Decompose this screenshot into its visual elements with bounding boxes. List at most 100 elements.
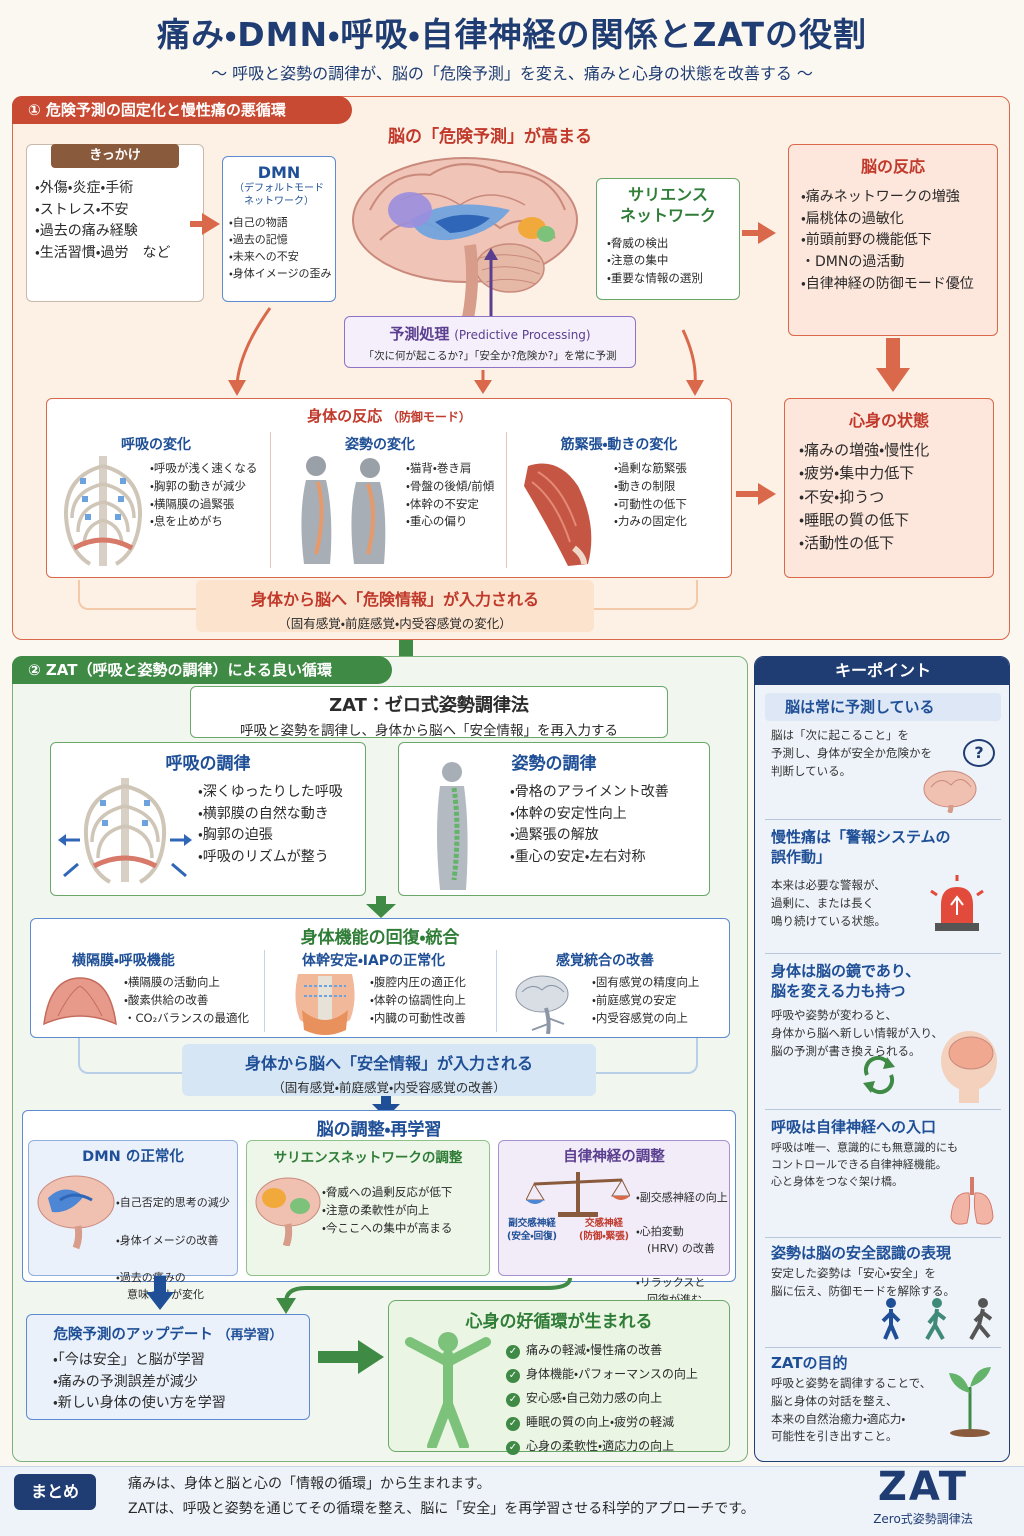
body-reaction-box: 身体の反応 （防御モード） <box>46 398 732 578</box>
summary-line: 痛みは、身体と脳と心の「情報の循環」から生まれます。 <box>128 1476 491 1492</box>
zat-title: ZAT：ゼロ式姿勢調律法 <box>329 695 529 716</box>
good-cycle-item: ✓痛みの軽減・慢性痛の改善 <box>506 1338 698 1362</box>
dmn-title: DMN <box>257 163 301 182</box>
good-cycle-item: ✓身体機能・パフォーマンスの向上 <box>506 1362 698 1386</box>
dmn-normal-item: ・身体イメージの改善 <box>116 1233 219 1247</box>
muscle-change-title: 筋緊張・動きの変化 <box>560 437 678 453</box>
ans-adjust-item: ・副交感神経の向上 <box>636 1191 728 1205</box>
kp3-text: 呼吸や姿勢が変わると、 身体から脳へ新しい情報が入り、 脳の予測が書き換えられる… <box>771 1008 944 1058</box>
good-cycle-text: 心身の柔軟性・適応力の向上 <box>526 1439 675 1453</box>
core-title: 体幹安定・IAPの正常化 <box>302 953 446 969</box>
summary-line: ZATは、呼吸と姿勢を通じてその循環を整え、脳に「安全」を再学習させる科学的アプ… <box>128 1500 755 1517</box>
prediction-title-en: (Predictive Processing) <box>454 328 591 342</box>
walking-figures-icon <box>881 1298 993 1340</box>
prediction-text: 「次に何が起こるか?」「安全か?危険か?」を常に予測 <box>363 350 617 362</box>
zat-logo: ZAT <box>877 1464 969 1510</box>
kp1-title: 脳は常に予測している <box>785 698 935 716</box>
update-title: 危険予測のアップデート <box>53 1327 213 1343</box>
question-bubble-icon: ? <box>963 739 995 767</box>
sensory-title: 感覚統合の改善 <box>556 953 654 969</box>
sprout-icon <box>949 1367 991 1437</box>
dmn-subtitle: （デフォルトモード ネットワーク） <box>234 183 324 207</box>
trigger-box: きっかけ ・外傷・炎症・手術 ・ストレス・不安 ・過去の痛み経験 ・生活習慣・過… <box>26 144 204 302</box>
arrow-shaft <box>190 221 204 227</box>
posture-change-item: ・猫背・巻き肩 <box>406 461 472 475</box>
update-box: 危険予測のアップデート （再学習） ・「今は安全」と脳が学習 ・痛みの予測誤差が… <box>26 1314 310 1420</box>
breath-change-title: 呼吸の変化 <box>121 437 191 453</box>
mind-body-item: ・痛みの増強・慢性化 <box>799 441 930 459</box>
salience-item: ・重要な情報の選別 <box>607 271 703 286</box>
muscle-illustration <box>524 463 592 566</box>
balance-scale-icon <box>526 1172 630 1217</box>
salience-item: ・脅威の検出 <box>607 235 669 250</box>
arrow-down-icon <box>876 338 910 392</box>
core-item: ・体幹の協調性向上 <box>370 992 466 1007</box>
ans-adjust-item: ・心拍変動 (HRV) の改善 <box>636 1225 715 1256</box>
breath-change-item: ・呼吸が浅く速くなる <box>150 461 258 475</box>
diaphragm-illustration <box>43 977 117 1026</box>
trigger-item: ・過去の痛み経験 <box>35 223 138 240</box>
divider <box>506 432 507 568</box>
zat-sub: 呼吸と姿勢を調律し、身体から脳へ「安全情報」を再入力する <box>240 723 618 739</box>
person-arms-open-illustration <box>405 1332 491 1448</box>
salience-adjust-item: ・注意の柔軟性が向上 <box>322 1202 430 1217</box>
head-brain-icon <box>941 1031 997 1103</box>
alarm-siren-icon <box>930 875 984 931</box>
posture-illustration <box>301 456 386 564</box>
brain-reaction-item: ・前頭前野の機能低下 <box>801 232 932 249</box>
muscle-change-item: ・力みの固定化 <box>614 514 687 529</box>
muscle-change-item: ・可動性の低下 <box>614 496 687 511</box>
ans-adjust-title: 自律神経の調整 <box>563 1149 665 1165</box>
posture-change-item: ・重心の偏り <box>406 514 468 529</box>
brain-reaction-item: ・痛みネットワークの増強 <box>801 189 960 205</box>
good-cycle-text: 睡眠の質の向上・疲労の軽減 <box>526 1415 675 1429</box>
muscle-change-item: ・動きの制限 <box>614 478 676 493</box>
posture-tuning-title: 姿勢の調律 <box>511 754 597 774</box>
mind-body-item: ・不安・抑うつ <box>799 487 885 506</box>
kp2-title: 慢性痛は「警報システムの 誤作動」 <box>771 828 951 867</box>
breath-change-item: ・胸郭の動きが減少 <box>150 478 246 493</box>
good-cycle-item: ✓安心感・自己効力感の向上 <box>506 1386 698 1410</box>
check-icon: ✓ <box>506 1417 520 1431</box>
arrows-to-update <box>146 1276 572 1314</box>
core-item: ・腹腔内圧の適正化 <box>370 975 466 989</box>
brain-heading: 脳の「危険予測」が高まる <box>388 127 592 147</box>
breath-tuning-item: ・胸郭の迫張 <box>198 827 273 844</box>
brain-color-illustration <box>255 1177 321 1246</box>
danger-input-sub: （固有感覚・前庭感覚・内受容感覚の変化） <box>278 616 512 631</box>
sensory-item: ・固有感覚の精度向上 <box>592 975 700 989</box>
divider <box>496 950 497 1032</box>
prediction-up-arrow <box>484 248 498 318</box>
kp2-text: 本来は必要な警報が、 過剰に、または長く 鳴り続けている状態。 <box>771 878 886 928</box>
mind-body-box: 心身の状態 ・痛みの増強・慢性化 ・疲労・集中力低下 ・不安・抑うつ ・睡眠の質… <box>784 398 994 578</box>
ribcage-illustration <box>63 456 143 566</box>
posture-tuning-item: ・過緊張の解放 <box>510 827 599 844</box>
divider <box>264 950 265 1032</box>
check-icon: ✓ <box>506 1441 520 1455</box>
kp3-title: 身体は脳の鏡であり、 脳を変える力も持つ <box>771 962 921 1001</box>
salience-item: ・注意の集中 <box>607 253 669 268</box>
breath-change-item: ・息を止めがち <box>150 514 223 529</box>
divider <box>765 819 1001 820</box>
body-reaction-title: 身体の反応 <box>307 407 383 425</box>
posture-change-item: ・体幹の不安定 <box>406 496 479 511</box>
cycle-arrows-icon <box>863 1055 895 1095</box>
posture-change-title: 姿勢の変化 <box>345 437 415 453</box>
summary-text: 痛みは、身体と脳と心の「情報の循環」から生まれます。 ZATは、呼吸と姿勢を通じ… <box>128 1472 755 1521</box>
salience-title: サリエンス ネットワーク <box>619 185 716 225</box>
divider <box>765 1237 1001 1238</box>
mind-body-item: ・睡眠の質の低下 <box>799 510 910 529</box>
diaphragm-item: ・CO₂バランスの最適化 <box>124 1010 249 1025</box>
sensory-item: ・前庭感覚の安定 <box>592 992 677 1007</box>
prediction-box: 予測処理 (Predictive Processing) 「次に何が起こるか?」… <box>344 316 636 368</box>
divider <box>765 1109 1001 1110</box>
arrow-right-icon <box>202 213 220 235</box>
good-cycle-text: 安心感・自己効力感の向上 <box>526 1391 663 1405</box>
dmn-normal-item: ・自己否定的思考の減少 <box>116 1196 230 1210</box>
salience-adjust-title: サリエンスネットワークの調整 <box>273 1150 463 1166</box>
keypoints-panel: キーポイント 脳は常に予測している 脳は「次に起こること」を 予測し、身体が安全… <box>754 656 1010 1462</box>
good-cycle-item: ✓ 睡眠の質の向上・疲労の軽減 <box>506 1410 698 1434</box>
brain-illustration <box>352 157 578 320</box>
update-title-sub: （再学習） <box>217 1328 283 1343</box>
recovery-box: 身体機能の回復・統合 <box>30 918 730 1038</box>
